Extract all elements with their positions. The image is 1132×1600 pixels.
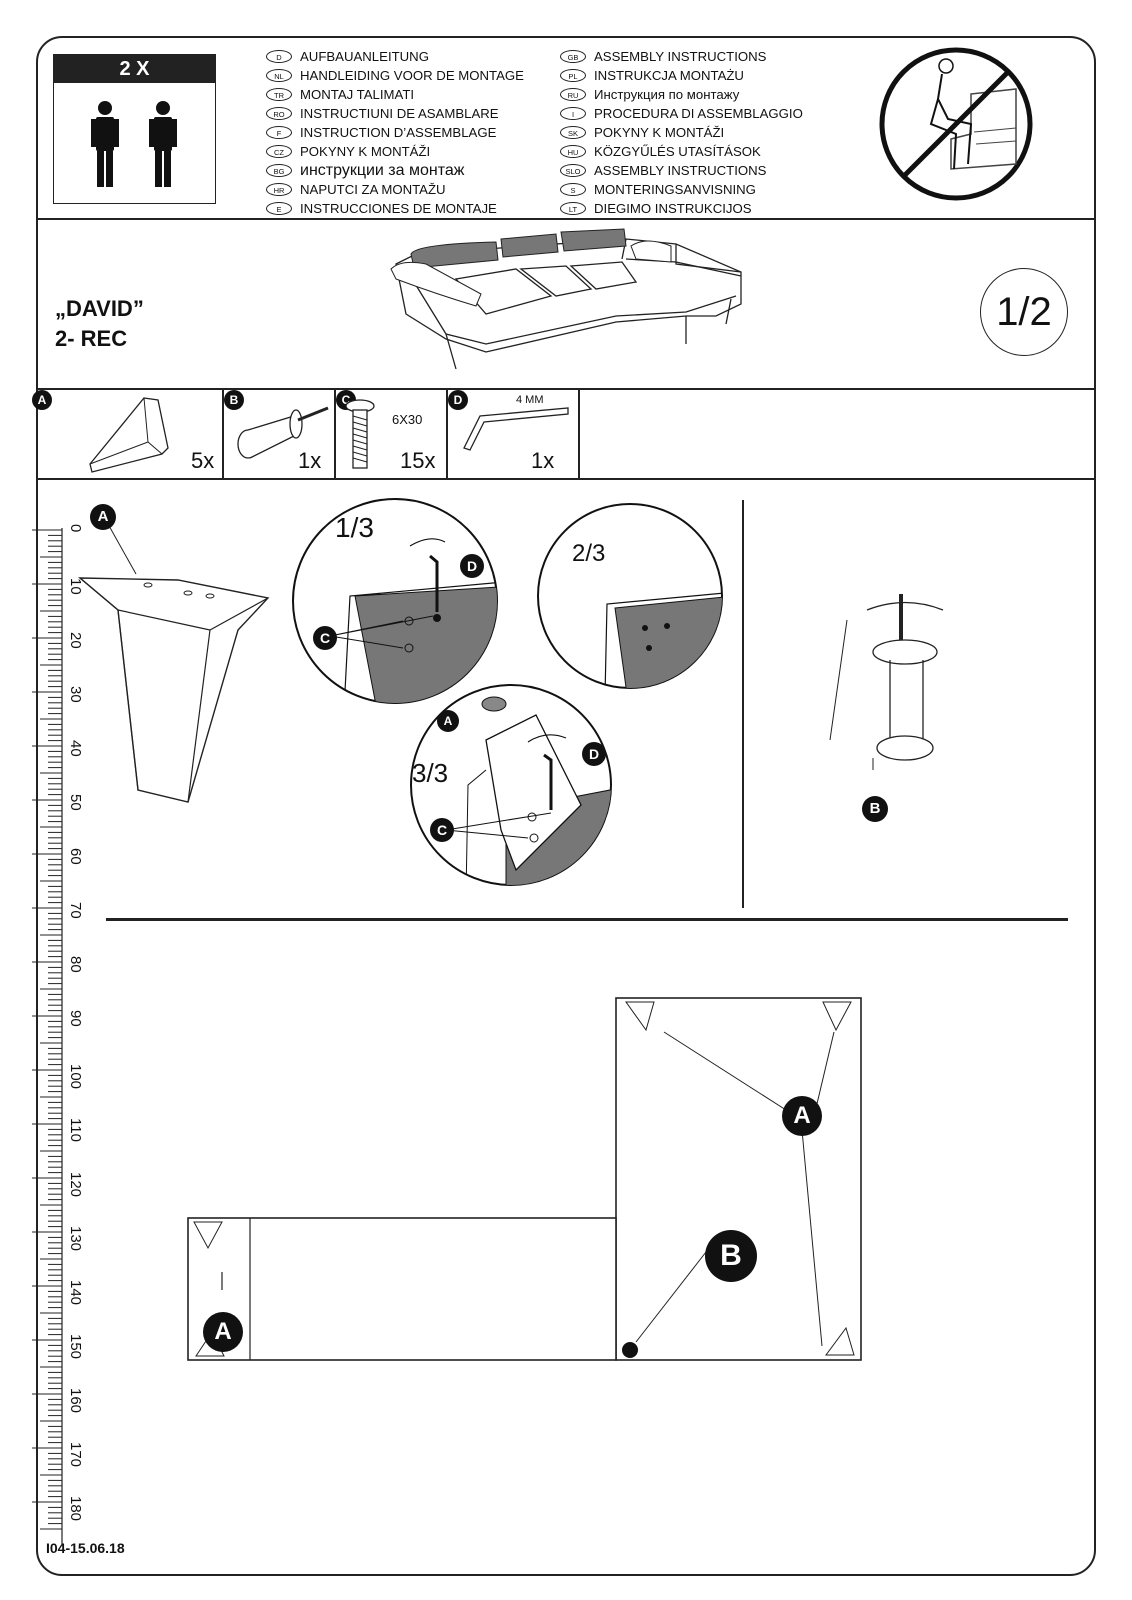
parts-sep-2 xyxy=(334,390,336,478)
product-title: „DAVID” 2- REC xyxy=(55,294,144,354)
label-d-step1: D xyxy=(460,554,484,578)
label-a-plan-right: A xyxy=(782,1096,822,1136)
leg-b-detail xyxy=(829,594,944,770)
sofa-floor-plan xyxy=(187,997,862,1361)
part-d-qty: 1x xyxy=(531,448,555,473)
header-divider xyxy=(36,218,1096,220)
label-b-leg: B xyxy=(862,796,888,822)
step-1-label: 1/3 xyxy=(335,512,374,543)
part-a-letter: A xyxy=(32,390,52,410)
parts-sep-4 xyxy=(578,390,580,478)
step-1-circle xyxy=(292,498,498,704)
document-code: I04-15.06.18 xyxy=(46,1540,125,1556)
allen-key-d-icon xyxy=(463,407,569,451)
screw-c-icon xyxy=(345,399,375,469)
step-3-circle xyxy=(410,684,612,886)
ruler-label: 110 xyxy=(67,1118,84,1142)
parts-divider xyxy=(36,478,1096,480)
ruler-label: 120 xyxy=(67,1172,84,1198)
label-a-step3: A xyxy=(437,710,459,732)
parts-sep-1 xyxy=(222,390,224,478)
ruler-label: 80 xyxy=(67,956,84,973)
product-name: „DAVID” xyxy=(55,296,144,321)
no-sitting-icon xyxy=(879,47,1033,201)
parts-sep-3 xyxy=(446,390,448,478)
ruler-label: 170 xyxy=(67,1442,84,1468)
label-a-plan-left: A xyxy=(203,1312,243,1352)
ruler-label: 180 xyxy=(67,1496,84,1522)
two-persons-icon xyxy=(91,101,177,187)
ruler-label: 90 xyxy=(67,1010,84,1027)
part-c-qty: 15x xyxy=(400,448,436,473)
leg-b-icon xyxy=(237,406,329,459)
leg-a-icon xyxy=(89,397,169,473)
ruler-label: 60 xyxy=(67,848,84,865)
page-indicator: 1/2 xyxy=(980,268,1068,356)
leg-a-detail xyxy=(78,523,270,803)
step-3-label: 3/3 xyxy=(412,758,449,788)
section-divider xyxy=(106,918,1068,921)
label-b-plan: B xyxy=(705,1230,757,1282)
two-person-box: 2 X xyxy=(53,54,216,204)
part-a-qty: 5x xyxy=(191,448,215,473)
sofa-illustration xyxy=(390,228,742,370)
steps-divider xyxy=(742,500,744,908)
people-count: 2 X xyxy=(54,55,215,83)
label-c-step3: C xyxy=(430,818,454,842)
ruler-label: 70 xyxy=(67,902,84,919)
ruler-label: 130 xyxy=(67,1226,84,1252)
part-b-letter: B xyxy=(224,390,244,410)
part-d-spec: 4 MM xyxy=(516,394,544,406)
ruler-label: 150 xyxy=(67,1334,84,1360)
label-a-leg: A xyxy=(90,504,116,530)
ruler-label: 140 xyxy=(67,1280,84,1306)
label-c-step1: C xyxy=(313,626,337,650)
part-b-qty: 1x xyxy=(298,448,322,473)
step-2-label: 2/3 xyxy=(572,540,606,567)
ruler xyxy=(32,528,63,1544)
page-frame xyxy=(36,36,1096,1576)
step-2-circle xyxy=(537,503,723,689)
product-divider xyxy=(36,388,1096,390)
part-d-letter: D xyxy=(448,390,468,410)
part-c-spec: 6X30 xyxy=(392,412,423,427)
ruler-label: 100 xyxy=(67,1064,84,1090)
product-variant: 2- REC xyxy=(55,326,128,351)
ruler-label: 160 xyxy=(67,1388,84,1414)
label-d-step3: D xyxy=(582,742,606,766)
